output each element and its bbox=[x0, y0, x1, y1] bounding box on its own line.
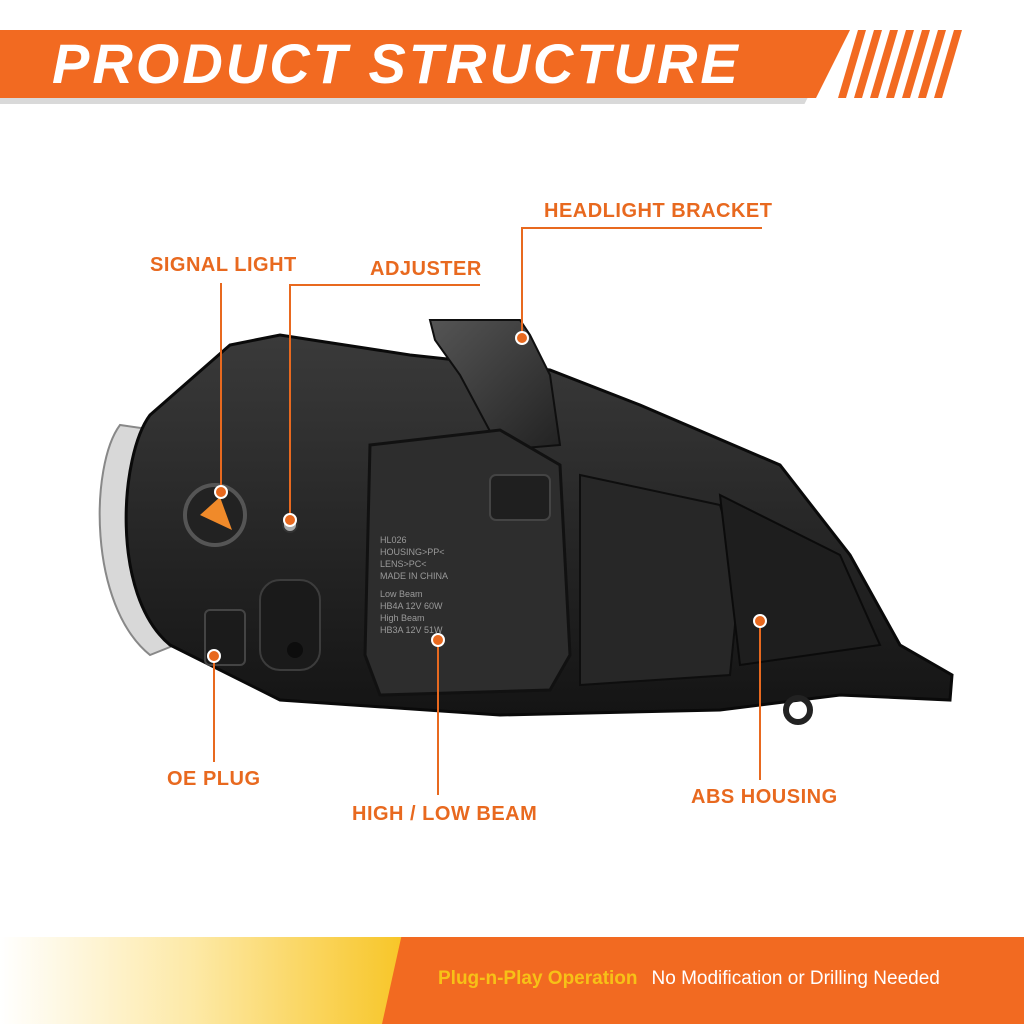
housing-text-7: HB3A 12V 51W bbox=[380, 625, 443, 635]
callout-adjuster: ADJUSTER bbox=[370, 258, 482, 280]
housing-text-6: High Beam bbox=[380, 613, 425, 623]
stripes-decoration bbox=[838, 30, 962, 98]
callout-signal-light: SIGNAL LIGHT bbox=[150, 254, 297, 276]
callout-headlight-bracket: HEADLIGHT BRACKET bbox=[544, 200, 773, 222]
footer-text: Plug-n-Play Operation No Modification or … bbox=[438, 968, 940, 990]
header-banner bbox=[0, 30, 850, 98]
callout-oe-plug: OE PLUG bbox=[167, 768, 261, 790]
housing-text-3: MADE IN CHINA bbox=[380, 571, 448, 581]
footer-highlight: Plug-n-Play Operation bbox=[438, 968, 638, 989]
housing-text-1: HOUSING>PP< bbox=[380, 547, 445, 557]
footer-bar bbox=[382, 937, 1024, 1024]
callout-abs-housing: ABS HOUSING bbox=[691, 786, 838, 808]
page-title: PRODUCT STRUCTURE bbox=[52, 32, 741, 95]
footer-gradient bbox=[0, 937, 430, 1024]
callout-high-low-beam: HIGH / LOW BEAM bbox=[352, 803, 538, 825]
housing-text-2: LENS>PC< bbox=[380, 559, 427, 569]
housing-text-5: HB4A 12V 60W bbox=[380, 601, 443, 611]
headlight-product-image: HL026 HOUSING>PP< LENS>PC< MADE IN CHINA… bbox=[98, 319, 954, 725]
footer-description: No Modification or Drilling Needed bbox=[651, 968, 940, 989]
housing-text-4: Low Beam bbox=[380, 589, 423, 599]
housing-text-0: HL026 bbox=[380, 535, 407, 545]
